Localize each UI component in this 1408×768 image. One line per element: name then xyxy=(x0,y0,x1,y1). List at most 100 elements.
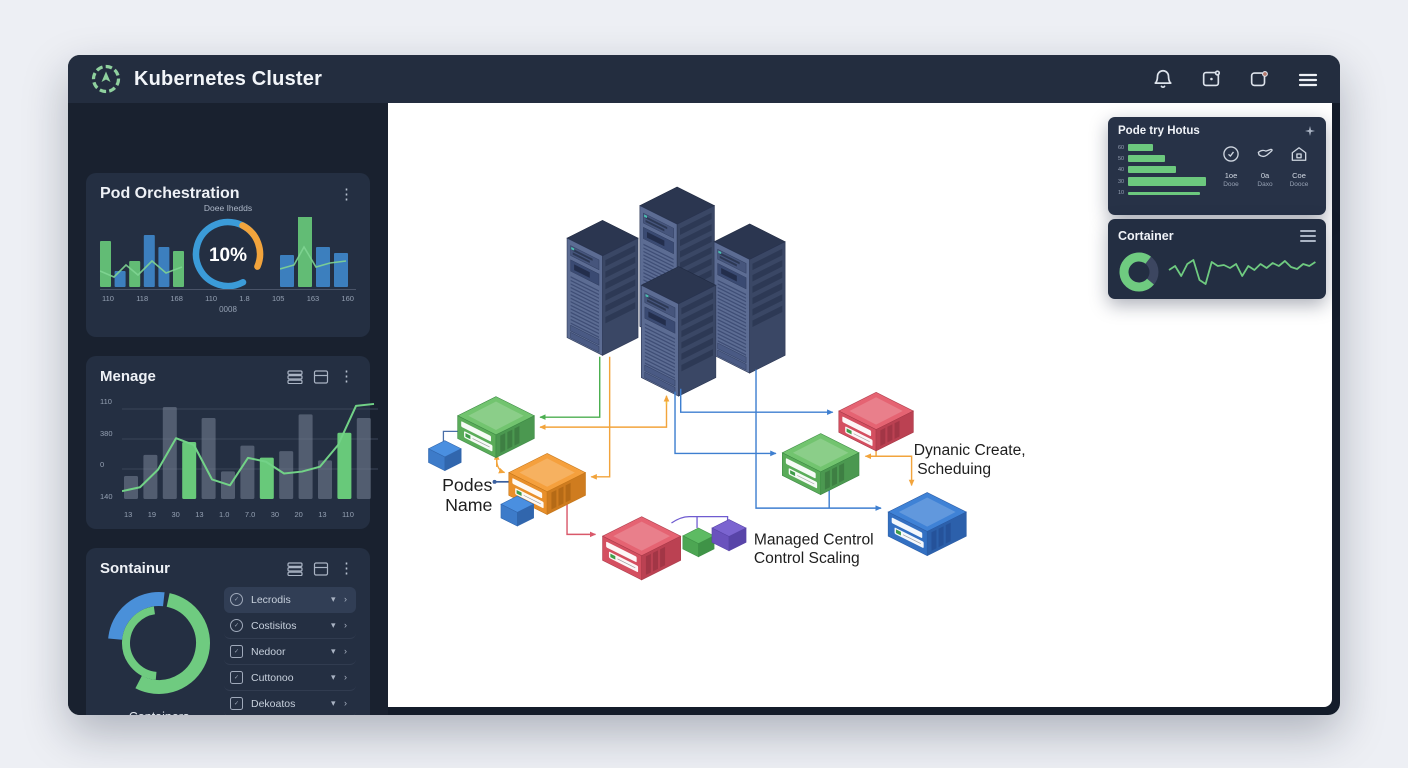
tick-label: 380 xyxy=(100,428,113,438)
chevron-icons[interactable]: ▾ › xyxy=(330,620,350,630)
tick-label: 110 xyxy=(205,294,218,303)
tick-label: 1.0 xyxy=(219,510,230,519)
label-managed-1: Managed Centrol xyxy=(754,531,874,548)
stat-home: Coe Dooce xyxy=(1282,144,1316,200)
donut-label: Containers xyxy=(100,710,218,715)
chevron-icons[interactable]: ▾ › xyxy=(330,672,350,682)
panel-title: Pod Orchestration xyxy=(100,185,240,202)
home-icon xyxy=(1291,147,1307,161)
tick-label: 30 xyxy=(270,510,280,519)
wire-dbl-arrow-down xyxy=(495,459,506,474)
hours-bar xyxy=(1128,155,1166,162)
message-square-icon[interactable] xyxy=(1200,68,1222,90)
tick-label: 1.8 xyxy=(239,294,250,303)
wire-red-to-red-pod xyxy=(566,503,597,538)
kebab-menu-icon[interactable]: ⋮ xyxy=(339,185,354,203)
gauge-bottom-label: 0008 xyxy=(219,305,237,314)
chevron-icons[interactable]: ▾ › xyxy=(330,646,350,656)
chevron-icons[interactable]: ▾ › xyxy=(330,594,350,604)
tick-label: 0 xyxy=(100,460,105,470)
tick-label: 118 xyxy=(136,294,149,303)
diagram-labels: Podes Name Dynanic Create, Scheduing Man… xyxy=(442,442,1026,567)
gauge-top-label: Doee Ihedds xyxy=(203,203,253,213)
title-bar: Kubernetes Cluster xyxy=(68,55,1340,103)
tick-label: 140 xyxy=(100,491,113,501)
hours-bar-row: 10 xyxy=(1118,190,1206,196)
kubernetes-logo xyxy=(90,63,122,95)
hours-bar-row: 30 xyxy=(1118,177,1206,186)
circle-icon: ✓ xyxy=(230,619,243,632)
sparkle-icon[interactable] xyxy=(1304,125,1316,137)
pod-green-left xyxy=(456,396,535,459)
cube-blue-1 xyxy=(427,440,462,472)
connection-wires xyxy=(442,356,915,538)
wire-purple-to-green-cube xyxy=(671,515,698,528)
bar-label: 30 xyxy=(1118,178,1125,185)
layout-icon[interactable] xyxy=(313,561,329,576)
list-item-costisitos[interactable]: ✓Costisitos▾ › xyxy=(224,613,356,639)
bell-icon[interactable] xyxy=(1152,68,1174,90)
account-badge-icon[interactable] xyxy=(1248,68,1270,90)
bar-label: 50 xyxy=(1118,155,1125,162)
layout-icon[interactable] xyxy=(313,369,329,384)
pod-red-bottom xyxy=(601,516,682,581)
panel-title: Pode try Hotus xyxy=(1118,125,1200,137)
list-item-label: Cuttonoo xyxy=(251,671,294,684)
pod-gauge: Doee Ihedds 10% xyxy=(189,203,267,298)
gauge-icon xyxy=(1223,146,1239,162)
stat-value: Coe xyxy=(1292,171,1306,180)
app-title: Kubernetes Cluster xyxy=(134,67,323,90)
wire-green-to-green-pod xyxy=(539,356,601,421)
tick-label: 160 xyxy=(341,294,354,303)
chevron-icons[interactable]: ▾ › xyxy=(330,698,350,708)
menu-icon[interactable] xyxy=(1300,227,1316,245)
list-item-cuttonoo[interactable]: ✓ Cuttonoo ▾ › xyxy=(224,665,356,691)
wire-orange-to-green-pod xyxy=(539,397,668,430)
tick-label: 13 xyxy=(195,510,204,519)
list-item-dekoatos[interactable]: ✓Dekoatos▾ › xyxy=(224,691,356,715)
database-icon[interactable] xyxy=(287,561,303,576)
pod-chart-right-bars xyxy=(280,217,348,287)
database-icon[interactable] xyxy=(287,369,303,384)
list-item-label: Dekoatos xyxy=(251,697,296,710)
stat-label: Daxo xyxy=(1257,181,1273,188)
wire-blue-to-green-pod-right xyxy=(674,391,777,457)
bar-label: 10 xyxy=(1118,190,1125,196)
tick-label: 19 xyxy=(147,510,157,519)
stat-value: 0a xyxy=(1260,171,1270,180)
hours-bar-row: 60 xyxy=(1118,144,1206,151)
container-list: ✓Lecrodis▾ ›✓Costisitos▾ ›✓Nedoor▾ ›✓Cut… xyxy=(224,587,356,715)
hours-bar xyxy=(1128,144,1153,151)
cluster-diagram: Podes Name Dynanic Create, Scheduing Man… xyxy=(427,186,1026,581)
panel-title: Menage xyxy=(100,368,156,385)
gauge-ring: 10% xyxy=(192,218,264,290)
hours-bar-row: 40 xyxy=(1118,166,1206,173)
container-donut xyxy=(1119,252,1159,292)
kebab-menu-icon[interactable]: ⋮ xyxy=(339,560,354,577)
pod-orange xyxy=(508,453,587,515)
square-icon: ✓ xyxy=(230,671,243,684)
hours-bar xyxy=(1128,191,1200,195)
kebab-menu-icon[interactable]: ⋮ xyxy=(339,368,354,385)
list-item-lecrodis[interactable]: ✓Lecrodis▾ › xyxy=(224,587,356,613)
bar-label: 60 xyxy=(1118,144,1125,151)
panel-container: Cortainer xyxy=(1108,219,1326,299)
panel-sontainur: Sontainur ⋮ xyxy=(86,548,370,715)
gauge-value: 10% xyxy=(209,245,247,266)
tick-label: 7.0 xyxy=(244,510,256,519)
circle-icon: ✓ xyxy=(230,593,243,606)
menage-plot xyxy=(122,402,378,499)
wire-purple-to-purple-cube xyxy=(697,515,729,521)
list-item-nedoor[interactable]: ✓Nedoor▾ › xyxy=(224,639,356,665)
menu-icon[interactable] xyxy=(1296,68,1318,90)
square-icon: ✓ xyxy=(230,645,243,658)
stat-label: Dooe xyxy=(1223,181,1239,188)
label-managed-2: Control Scaling xyxy=(754,550,860,567)
